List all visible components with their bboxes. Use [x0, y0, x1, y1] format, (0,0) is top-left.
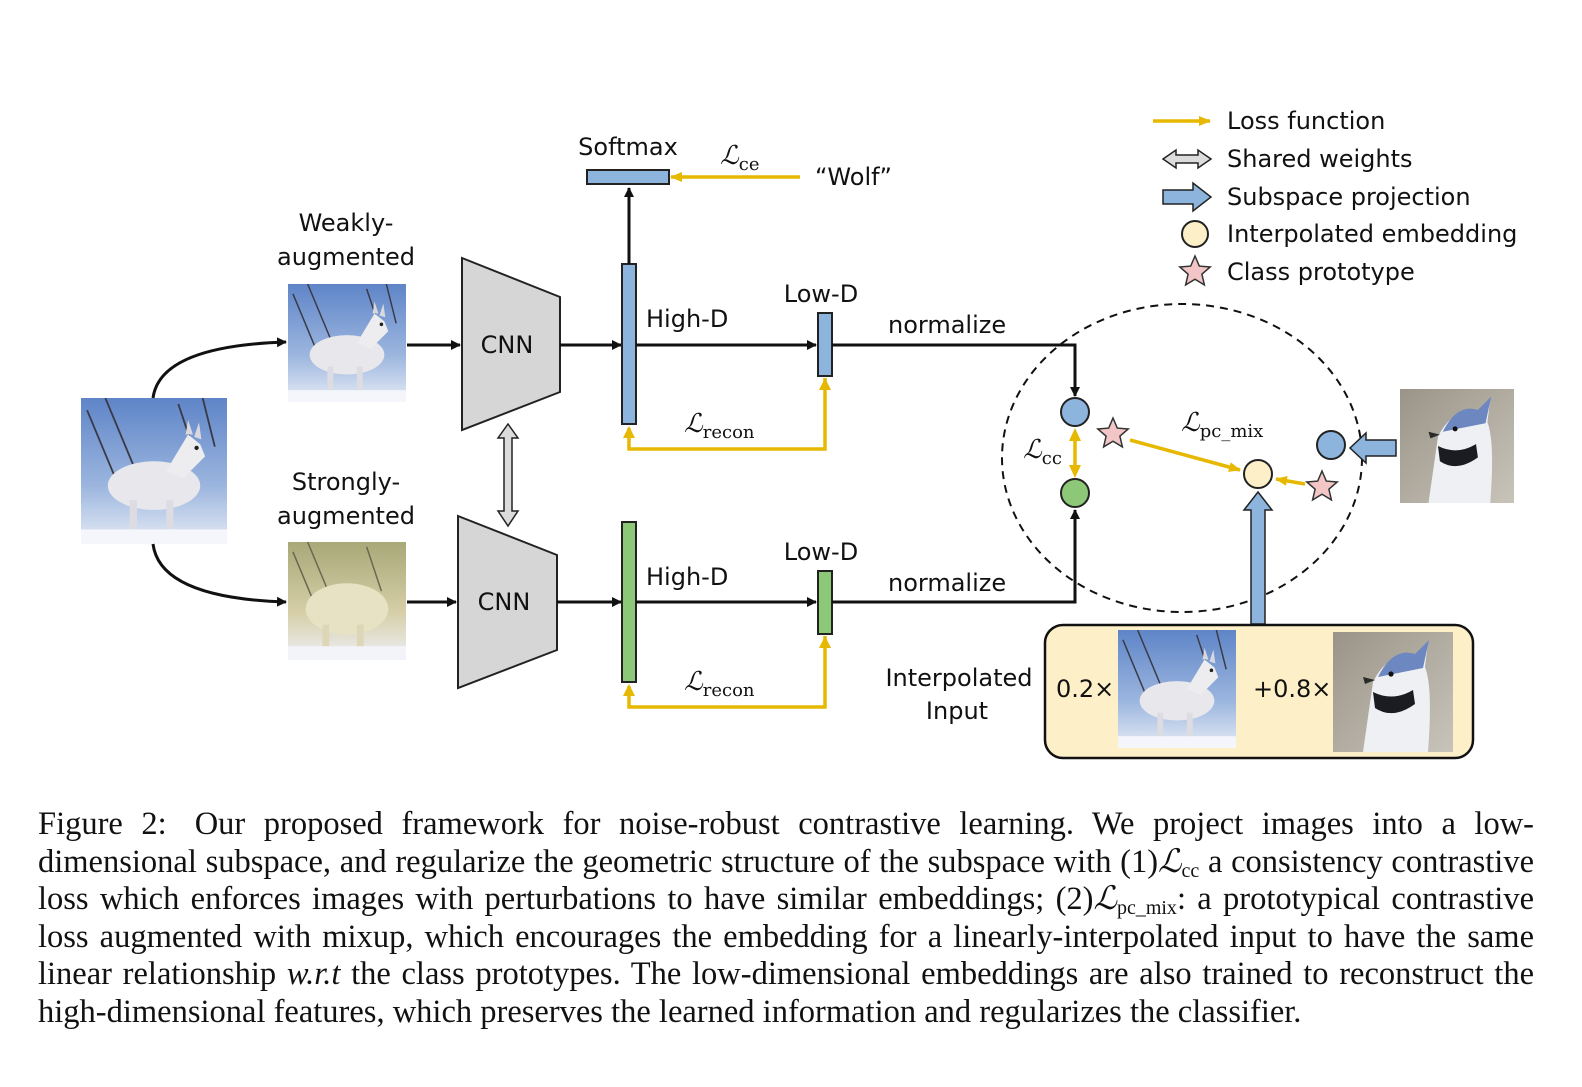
lowd-bar-bottom	[817, 570, 833, 635]
caption-text-2: a consistency contrastive loss which enf…	[38, 843, 1534, 918]
framework-diagram: Weakly- augmented Strongly- augmented CN…	[79, 107, 1517, 760]
embedding-bird	[1316, 430, 1346, 460]
caption-script-pcmix: ℒ	[1093, 881, 1117, 918]
lowd-bar-top	[817, 312, 833, 377]
cnn-bottom-label: CNN	[478, 588, 531, 616]
figure-caption: Figure 2:Our proposed framework for nois…	[38, 806, 1534, 1032]
loss-recon-bottom-arrow	[627, 636, 827, 709]
loss-recon-bottom-label: ℒrecon	[684, 667, 755, 701]
normalize-label-bottom: normalize	[888, 569, 1006, 597]
interpolated-embedding	[1243, 459, 1273, 489]
legend-label-prototype: Class prototype	[1227, 258, 1415, 286]
loss-ce-label: ℒce	[720, 141, 759, 175]
cnn-bottom	[457, 514, 558, 690]
legend-label-shared: Shared weights	[1227, 145, 1413, 173]
arrow-input-to-strong	[151, 543, 287, 607]
wolf-label: “Wolf”	[815, 163, 892, 191]
highd-bar-bottom	[621, 521, 637, 683]
loss-cc-head-down	[1069, 465, 1081, 478]
loss-pcmix-label: ℒpc_mix	[1181, 408, 1263, 442]
input-image-wolf	[79, 398, 229, 544]
caption-sub-cc: cc	[1181, 859, 1200, 882]
loss-recon-top-arrow	[627, 378, 827, 451]
class-prototype-star-1	[1095, 416, 1131, 449]
highd-label-bottom: High-D	[646, 563, 728, 591]
loss-recon-bottom-head-2	[623, 684, 635, 696]
interpolated-label-2: Input	[926, 697, 988, 725]
loss-pcmix-arrow-2	[1275, 475, 1306, 486]
loss-recon-top-head-2	[623, 426, 635, 438]
caption-sub-pcmix: pc_mix	[1116, 897, 1177, 920]
legend-label-subspace: Subspace projection	[1227, 183, 1471, 211]
interpolated-projection-arrow	[1242, 490, 1274, 625]
embedding-strong	[1060, 478, 1090, 508]
pink-star-icon	[1177, 254, 1213, 287]
softmax-bar	[586, 169, 670, 185]
arrow-normalize-bottom	[832, 509, 1080, 604]
interpolated-wolf-image	[1117, 630, 1237, 748]
loss-recon-top-head-1	[819, 378, 831, 390]
caption-label: Figure 2:	[38, 806, 167, 842]
highd-bar-top	[621, 263, 637, 425]
legend-label-loss: Loss function	[1227, 107, 1385, 135]
class-prototype-star-2	[1304, 469, 1340, 502]
caption-text-3: : a prototypical contrastive loss augmen…	[38, 881, 1534, 993]
caption-script-cc: ℒ	[1158, 843, 1182, 880]
strong-augmented-image	[287, 542, 407, 660]
strongly-label-1: Strongly-	[292, 468, 400, 496]
loss-recon-bottom-head-1	[819, 636, 831, 648]
embedding-weak	[1060, 397, 1090, 427]
yellow-circle-icon	[1181, 220, 1209, 248]
cnn-top	[461, 256, 561, 432]
legend-label-interpolated: Interpolated embedding	[1227, 220, 1517, 248]
interpolated-bird-image	[1333, 632, 1453, 752]
shared-weights-arrow	[496, 422, 520, 528]
loss-cc-head-up	[1069, 428, 1081, 441]
loss-cc-label: ℒcc	[1023, 435, 1062, 469]
softmax-label: Softmax	[578, 133, 678, 161]
interpolated-label-1: Interpolated	[885, 664, 1032, 692]
bird-projection-arrow	[1348, 431, 1397, 465]
cnn-top-label: CNN	[481, 331, 534, 359]
caption-text-1: Our proposed framework for noise-robust …	[38, 806, 1534, 880]
weakly-label-1: Weakly-	[299, 209, 394, 237]
weakly-label-2: augmented	[277, 243, 415, 271]
highd-label-top: High-D	[646, 305, 728, 333]
bird-image	[1400, 389, 1514, 503]
blue-arrow-icon	[1162, 181, 1213, 213]
loss-pcmix-arrow	[1129, 438, 1241, 472]
loss-recon-top-label: ℒrecon	[684, 409, 755, 443]
strongly-label-2: augmented	[277, 502, 415, 530]
normalize-label-top: normalize	[888, 311, 1006, 339]
double-arrow-icon	[1161, 148, 1213, 170]
caption-wrt: w.r.t	[286, 956, 341, 993]
lowd-label-bottom: Low-D	[784, 538, 858, 566]
weak-augmented-image	[287, 284, 407, 402]
arrow-normalize-top	[832, 343, 1080, 397]
caption-text-4: the class prototypes. The low-dimensiona…	[38, 956, 1535, 1030]
lowd-label-top: Low-D	[784, 280, 858, 308]
legend: Loss function Shared weights Subspace pr…	[1153, 107, 1517, 287]
arrow-input-to-weak	[151, 337, 287, 399]
coef-bird: +0.8×	[1253, 675, 1331, 703]
coef-wolf: 0.2×	[1056, 675, 1114, 703]
